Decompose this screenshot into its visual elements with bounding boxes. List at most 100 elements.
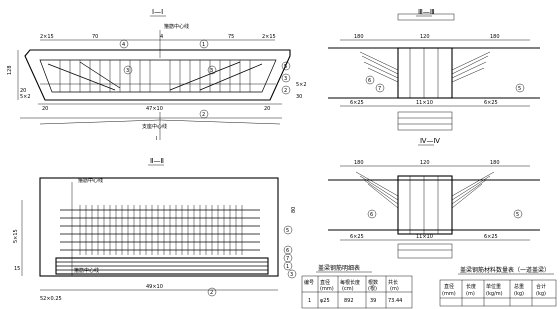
- s1-dim-top-1: 70: [92, 34, 98, 40]
- table1-unit-1: (mm): [320, 286, 334, 292]
- table2-unit-0: (mm): [442, 291, 456, 297]
- s2-label-top: 箍筋中心线: [78, 177, 103, 184]
- table1-unit-4: (m): [390, 286, 399, 292]
- s1-section-mark: I: [156, 136, 157, 142]
- s3-top-dim-0: 180: [354, 34, 364, 40]
- s1-callout-3a: 3: [126, 68, 129, 74]
- s3-fan-left: [359, 51, 399, 83]
- s1-left-dim-0: 128: [7, 65, 13, 75]
- s4-bottom-dim-1: 11×10: [416, 234, 433, 240]
- table1-header-2: 每根长度: [340, 279, 360, 286]
- s1-dim-top-3: 75: [228, 34, 234, 40]
- table2-unit-2: (kg/m): [486, 291, 503, 297]
- s1-beam-outline: [24, 49, 291, 101]
- s2-label-bottom: 箍筋中心线: [74, 267, 99, 274]
- s3-bottom-dim-0: 6×25: [350, 100, 364, 106]
- table1-cell-1: φ25: [320, 298, 330, 304]
- section-2: Ⅱ—Ⅱ 箍筋中心线: [13, 157, 297, 302]
- s2-left-dim-1: 15: [14, 266, 20, 272]
- s2-bottom-dim-0: 49×10: [146, 284, 163, 290]
- table1-cell-4: 73.44: [388, 298, 402, 304]
- s2-right-dim: 80: [291, 207, 297, 213]
- s2-vertical-stirrups: [79, 205, 243, 255]
- s4-core: [397, 175, 453, 235]
- s1-stirrups: [59, 60, 251, 92]
- section-1-title: Ⅰ—Ⅰ: [152, 8, 163, 16]
- s1-bottom-dim-1: 47×10: [146, 106, 163, 112]
- s1-callout-2b: 2: [284, 88, 287, 94]
- s4-callout-6: 6: [370, 212, 373, 218]
- s4-fan-left: [355, 171, 399, 209]
- table2-unit-4: (kg): [536, 291, 546, 297]
- s1-bent-bars: [47, 61, 263, 91]
- s2-callout-3: 3: [290, 272, 293, 278]
- s2-callout-2: 2: [210, 290, 213, 296]
- s3-bottom-dim-1: 11×10: [416, 100, 433, 106]
- s2-callout-7: 7: [286, 256, 289, 262]
- s1-rebar-cage: [39, 59, 277, 93]
- s3-top-dim-1: 120: [420, 34, 430, 40]
- table2-frame: [439, 279, 557, 307]
- s1-note-top: 箍筋中心线: [164, 23, 189, 30]
- s1-callout-4: 4: [122, 42, 125, 48]
- s3-top-bar: [397, 13, 455, 21]
- section-1: Ⅰ—Ⅰ 2×15 70 4 75 2×15 箍筋中心线: [7, 8, 307, 142]
- s4-detail-box: [397, 243, 453, 259]
- s1-right-dim-1: 30: [296, 94, 302, 100]
- table1-header-4: 共长: [388, 279, 398, 286]
- s1-bottom-dim-2: 20: [264, 106, 270, 112]
- s4-top-dim-0: 180: [354, 160, 364, 166]
- table1-title: 盖梁钢筋明细表: [318, 264, 360, 272]
- s3-core: [397, 47, 453, 99]
- s1-right-dim-0: 5×2: [296, 82, 307, 88]
- material-quantity-table: 盖梁钢筋材料数量表（一道盖梁） 直径 长度 单位重 总重 合计 (mm) (m)…: [439, 266, 557, 307]
- section-3: Ⅲ—Ⅲ 180 120 180 6 7 5 6×25 11×10 6×25: [328, 8, 540, 131]
- s1-bottom-dim-0: 20: [42, 106, 48, 112]
- section-4: Ⅳ—Ⅳ 180 120 180 6 5 6×25 11×10 6×25: [328, 137, 540, 259]
- s3-fan-right: [451, 51, 491, 83]
- section-2-title: Ⅱ—Ⅱ: [150, 157, 164, 165]
- table2-header-4: 合计: [536, 283, 546, 290]
- table1-header-3: 根数: [368, 279, 378, 286]
- s2-left-dim-0: 5×15: [13, 229, 19, 243]
- s1-callout-1: 1: [202, 42, 205, 48]
- table2-unit-3: (kg): [514, 291, 524, 297]
- s1-callouts: 4 1 3 3 5 3 2 2: [119, 39, 291, 119]
- s4-fan-right: [451, 171, 495, 209]
- s3-bottom-dim-2: 6×25: [484, 100, 498, 106]
- s1-dim-top-2: 4: [160, 34, 163, 40]
- s3-callout-7: 7: [378, 86, 381, 92]
- rebar-detail-table: 盖梁钢筋明细表 编号 直径 每根长度 根数 共长 (mm) (cm) (根) (…: [301, 264, 413, 309]
- section-3-title: Ⅲ—Ⅲ: [418, 8, 435, 16]
- s1-left-dim-1: 20: [20, 88, 26, 94]
- table2-title: 盖梁钢筋材料数量表（一道盖梁）: [460, 266, 550, 274]
- s1-callout-2: 2: [202, 112, 205, 118]
- s2-callout-6: 6: [286, 248, 289, 254]
- table2-header-3: 总重: [514, 283, 524, 290]
- table2-header-1: 长度: [466, 283, 476, 290]
- table2-unit-1: (m): [466, 291, 475, 297]
- s4-callout-5: 5: [516, 212, 519, 218]
- s1-left-dim-2: 5×2: [20, 94, 31, 100]
- s1-callout-6: 3: [284, 76, 287, 82]
- section-4-title: Ⅳ—Ⅳ: [420, 137, 440, 145]
- s4-top-dim-2: 180: [490, 160, 500, 166]
- table1-cell-3: 39: [370, 298, 376, 304]
- s2-bottom-dim-1: 52×0.25: [40, 296, 62, 302]
- s4-bottom-dim-2: 6×25: [484, 234, 498, 240]
- table1-unit-2: (cm): [342, 286, 354, 292]
- s2-callouts: 5 6 7 1 2 3: [207, 225, 297, 297]
- table2-header-2: 单位重: [486, 283, 501, 290]
- s3-detail-box: [397, 111, 453, 131]
- table1-header-1: 直径: [320, 279, 330, 286]
- s2-callout-1: 1: [286, 264, 289, 270]
- s4-bottom-dim-0: 6×25: [350, 234, 364, 240]
- s1-callout-5: 5: [284, 64, 287, 70]
- table1-unit-3: (根): [368, 285, 377, 292]
- table1-cell-0: 1: [308, 298, 311, 304]
- s4-top-dim-1: 120: [420, 160, 430, 166]
- table2-header-0: 直径: [444, 283, 454, 290]
- table1-cell-2: 892: [344, 298, 354, 304]
- table1-header-0: 编号: [304, 279, 314, 286]
